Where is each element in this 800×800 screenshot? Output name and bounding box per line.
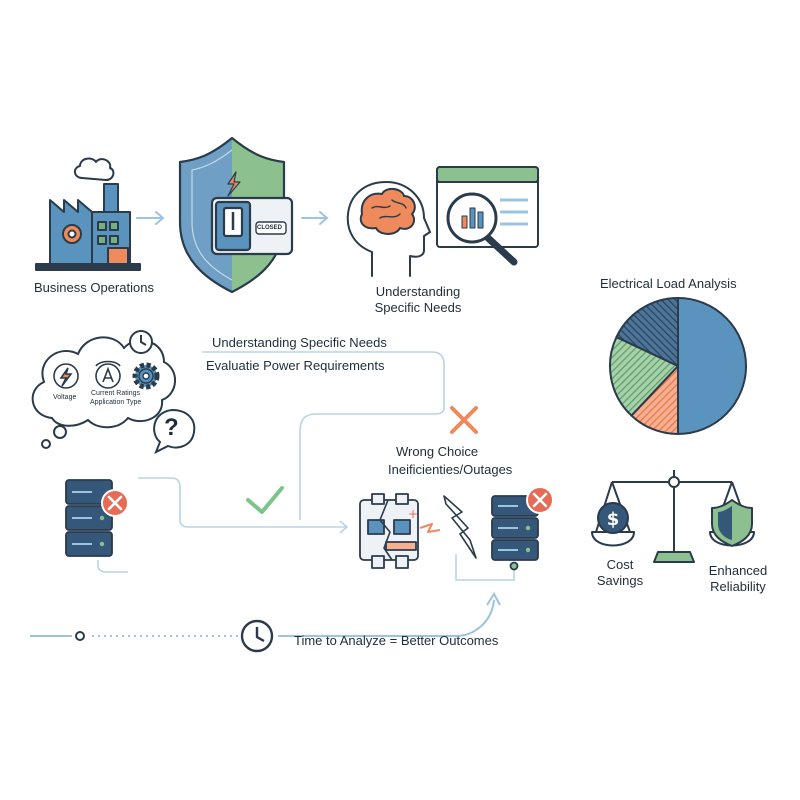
arrow-factory-shield xyxy=(136,211,165,225)
pie-slice-0 xyxy=(677,297,747,435)
pie-slice-2 xyxy=(609,336,679,417)
shield-check-icon xyxy=(711,499,753,547)
arrow-shield-brain xyxy=(301,211,329,225)
shield-icon xyxy=(178,136,294,294)
clock-icon xyxy=(129,330,153,354)
circuit-breaker-icon: + xyxy=(359,493,419,569)
application-type-label: Application Type xyxy=(90,399,142,406)
svg-text:$: $ xyxy=(607,509,620,530)
current-ratings-label: Current Ratings xyxy=(91,390,141,397)
understanding-needs-brain-label: Understanding Specific Needs xyxy=(374,284,462,315)
ammeter-icon xyxy=(95,360,121,389)
pie-chart xyxy=(609,297,747,435)
error-x-icon xyxy=(526,486,554,514)
error-x-icon xyxy=(450,406,478,434)
electrical-load-analysis-title: Electrical Load Analysis xyxy=(600,276,737,291)
understanding-needs-line-label: Understanding Specific Needs xyxy=(212,335,387,350)
svg-text:+: + xyxy=(408,507,418,521)
lightning-bolt-icon xyxy=(419,495,477,559)
check-icon xyxy=(246,486,284,514)
timeline-clock-icon xyxy=(240,619,274,653)
pie-slice-3 xyxy=(615,297,679,367)
enhanced-reliability-label: Enhanced Reliability xyxy=(708,563,768,594)
timeline xyxy=(30,592,501,641)
error-x-icon xyxy=(101,489,129,517)
lightning-icon xyxy=(53,363,79,389)
server-icon xyxy=(65,479,113,557)
brain-icon xyxy=(346,181,431,277)
wrong-choice-label: Wrong Choice xyxy=(396,444,479,459)
inefficiencies-label: Ineificienties/Outages xyxy=(388,462,513,477)
factory-icon xyxy=(35,157,141,271)
evaluate-power-label: Evaluatie Power Requirements xyxy=(206,358,385,373)
voltage-label: Voltage xyxy=(53,394,77,401)
cost-savings-label: Cost Savings xyxy=(596,557,644,588)
timeline-label: Time to Analyze = Better Outcomes xyxy=(294,633,499,648)
connector-lines xyxy=(97,351,515,581)
dollar-icon: $ xyxy=(597,502,629,534)
closed-tag: CLOSED xyxy=(257,225,283,231)
business-operations-label: Business Operations xyxy=(34,280,154,295)
gear-icon xyxy=(132,362,160,390)
question-mark: ? xyxy=(164,414,179,441)
question-icon xyxy=(153,408,196,455)
magnifier-chart-icon xyxy=(436,166,539,266)
